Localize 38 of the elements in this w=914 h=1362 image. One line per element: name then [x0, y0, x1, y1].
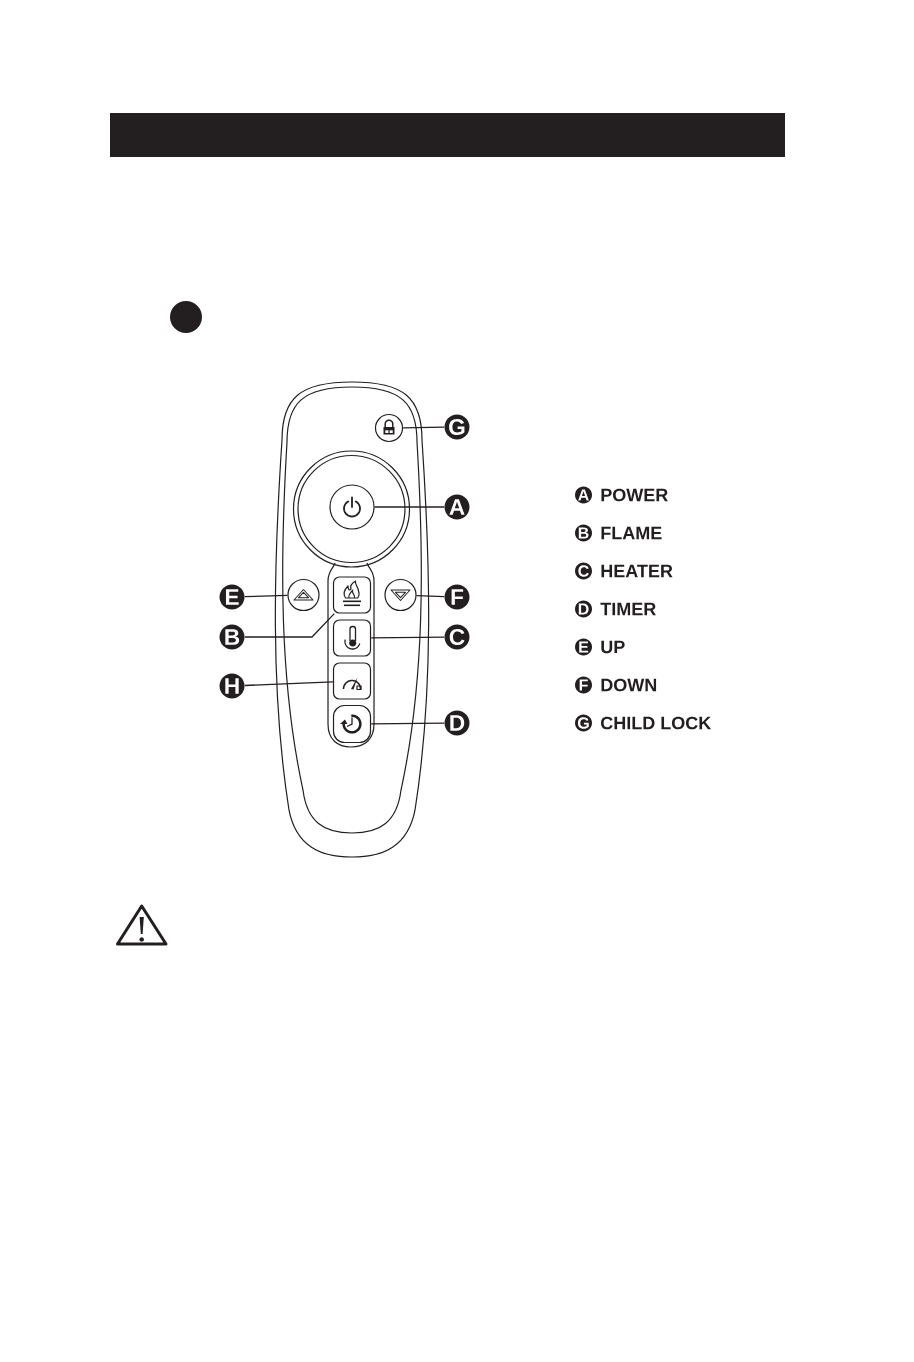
function-label: POWER: [601, 488, 668, 502]
function-label: FLAME: [601, 526, 662, 540]
leader-line: [415, 594, 445, 598]
callout-letter: B: [219, 624, 245, 650]
square-button: [332, 576, 372, 614]
leader-line: [370, 636, 445, 639]
callout-letter: D: [575, 600, 592, 618]
square-button: [332, 619, 372, 657]
round-button: [287, 578, 320, 612]
callout-letter: A: [444, 494, 470, 520]
round-button: [384, 578, 417, 612]
callout-letter: A: [575, 486, 592, 504]
leader-line: [370, 722, 445, 725]
function-label: DOWN: [601, 678, 657, 692]
function-label: TIMER: [600, 602, 656, 616]
leader-line: [402, 426, 445, 429]
round-button: [374, 413, 404, 443]
function-label: HEATER: [601, 564, 673, 578]
square-button: [332, 662, 372, 700]
callout-letter: C: [444, 624, 470, 650]
square-button: [332, 704, 372, 744]
callout-letter: F: [575, 676, 592, 694]
leader-line: [244, 681, 334, 687]
round-button: [329, 484, 375, 530]
callout-letter: G: [575, 714, 592, 732]
leader-line: [244, 612, 335, 638]
callout-letter: E: [575, 638, 592, 656]
leader-line: [373, 506, 445, 508]
function-label: UP: [601, 640, 625, 654]
callout-letter: C: [575, 562, 592, 580]
callout-letter: F: [444, 584, 470, 610]
callout-letter: G: [444, 414, 470, 440]
callout-letter: E: [219, 584, 245, 610]
callout-letter: D: [444, 710, 470, 736]
callout-letter: H: [219, 673, 245, 699]
callout-letter: B: [575, 524, 592, 542]
function-label: CHILD LOCK: [601, 716, 712, 730]
leader-line: [244, 594, 289, 598]
